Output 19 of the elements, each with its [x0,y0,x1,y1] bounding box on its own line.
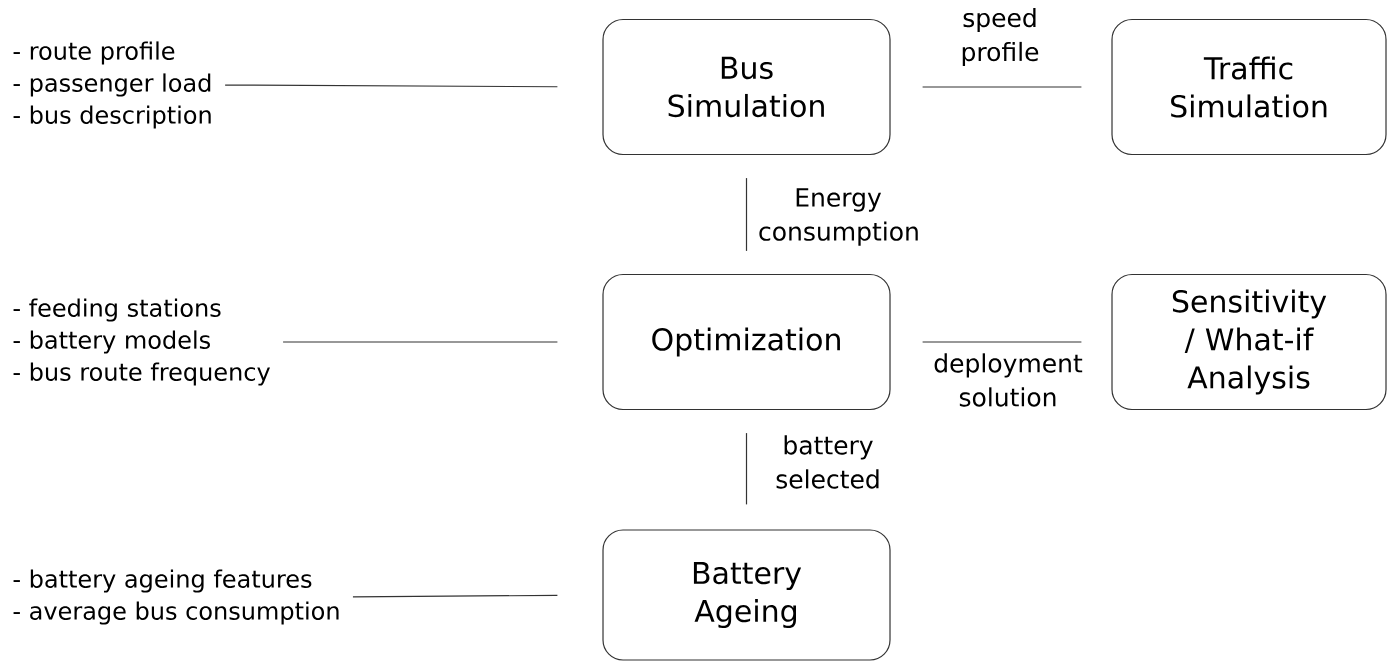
process-box: Optimization [602,273,891,411]
input-list: - battery ageing features - average bus consumption [13,569,339,625]
input-list: - feeding stations - battery models - bus route frequency [13,298,270,386]
input-list: - route profile - passenger load - bus description [13,41,211,129]
process-box: Bus Simulation [602,18,891,156]
process-box: Sensitivity / What-if Analysis [1111,273,1387,411]
connector-line [922,341,1082,343]
edge-label: Energy consumption [756,186,920,248]
connector-line [352,594,558,598]
process-box: Battery Ageing [602,529,891,661]
connector-line [282,341,558,343]
connector-line [745,177,748,252]
connector-line [224,84,558,88]
edge-label: battery selected [771,433,885,491]
edge-label: deployment solution [926,351,1090,409]
connector-line [922,86,1082,88]
connector-line [745,432,748,505]
process-box: Traffic Simulation [1111,18,1387,156]
edge-label: speed profile [948,5,1052,69]
